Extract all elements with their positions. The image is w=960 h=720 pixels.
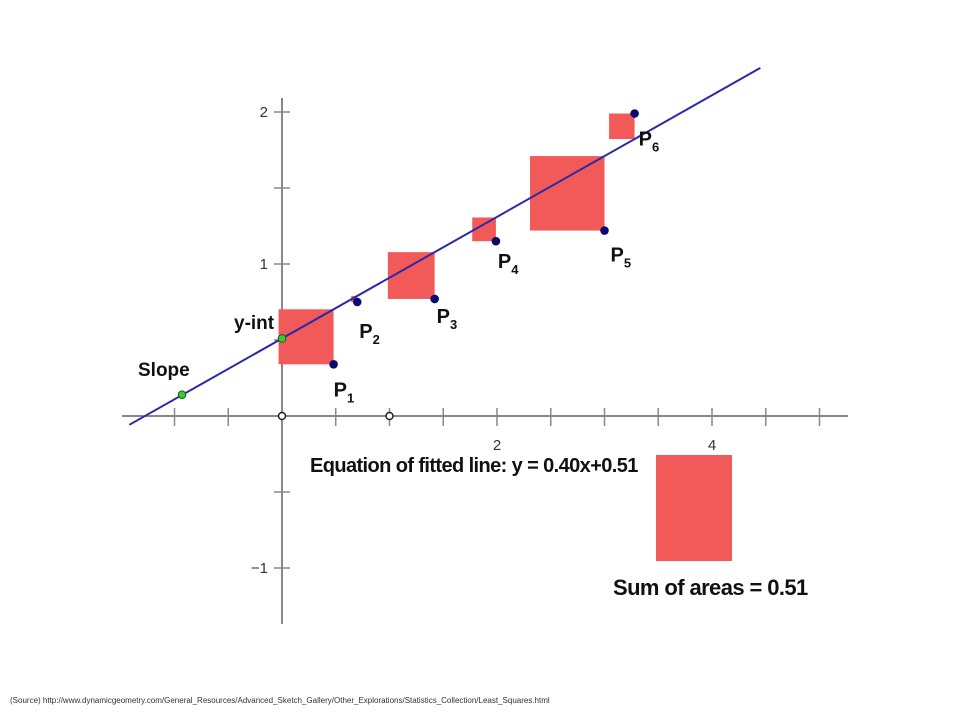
residual-square [609, 113, 635, 140]
y-tick-label: 1 [260, 256, 268, 273]
y-tick-label: 2 [260, 104, 268, 121]
point-label: P6 [639, 129, 660, 155]
yint-control-point [277, 334, 287, 343]
y-tick-label: −1 [251, 560, 268, 577]
x-tick-label: 2 [493, 437, 501, 454]
point-label: P1 [334, 379, 355, 405]
data-point [430, 294, 439, 304]
data-point [491, 236, 501, 246]
axis-marker [385, 411, 394, 421]
data-point [352, 297, 362, 307]
axis-marker [277, 411, 287, 421]
axes: 2 4 2 1 −1 [122, 98, 848, 624]
slope-label: Slope [138, 360, 190, 381]
data-points [177, 109, 639, 421]
slope-control-point [177, 390, 187, 400]
yint-label: y-int [234, 313, 275, 334]
residual-squares [278, 113, 635, 365]
residual-square [472, 217, 496, 242]
sum-area-square [656, 455, 732, 561]
source-citation: (Source) http://www.dynamicgeometry.com/… [10, 696, 550, 705]
point-label: P4 [498, 251, 519, 277]
x-tick-label: 4 [708, 437, 716, 454]
point-label: P3 [437, 306, 458, 332]
point-label: P2 [359, 321, 380, 347]
residual-square [530, 156, 605, 231]
fitted-line-path [128, 67, 761, 426]
fitted-line [128, 67, 761, 426]
sum-of-areas-text: Sum of areas = 0.51 [613, 575, 808, 600]
data-point [329, 360, 338, 369]
residual-square [387, 252, 435, 299]
point-label: P5 [611, 245, 632, 271]
equation-text: Equation of fitted line: y = 0.40x+0.51 [310, 455, 638, 477]
data-point [630, 109, 639, 118]
data-point [600, 226, 609, 235]
residual-square [278, 309, 334, 365]
